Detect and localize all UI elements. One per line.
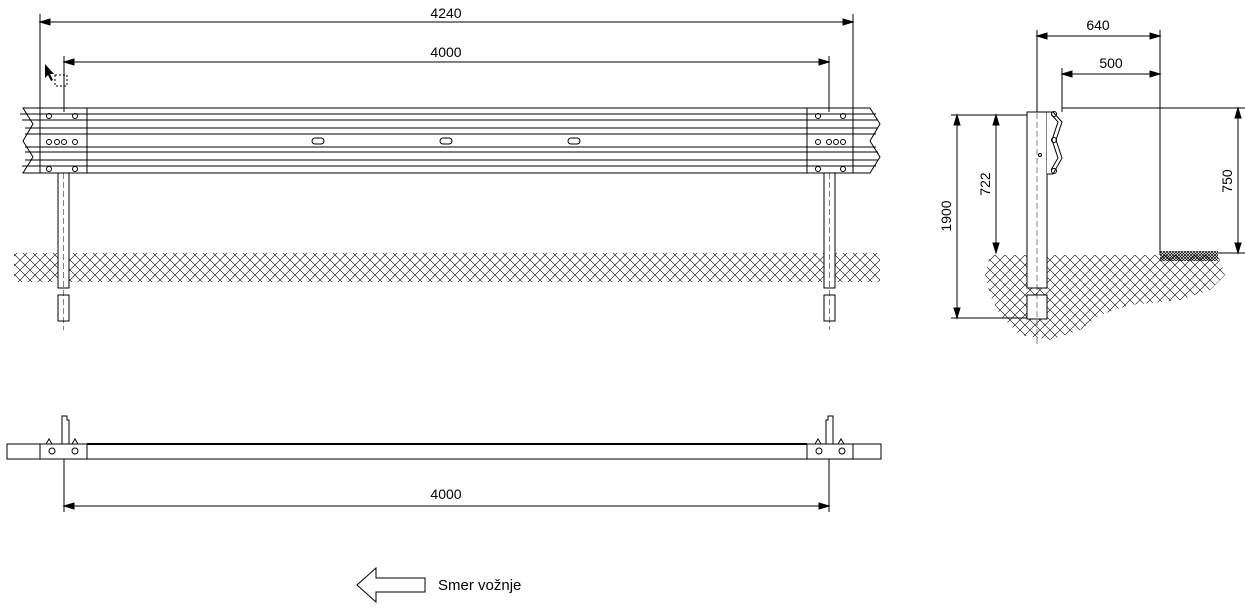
dim-side-post-height-label: 722	[977, 172, 993, 196]
front-post-right	[823, 172, 836, 330]
direction-arrow-icon	[356, 566, 426, 604]
front-elevation	[14, 14, 881, 330]
direction-label: Smer vožnje	[438, 577, 521, 594]
dim-front-post-spacing-label: 4000	[430, 44, 461, 60]
side-section	[951, 30, 1245, 345]
dim-plan-post-spacing-label: 4000	[430, 486, 461, 502]
dim-side-rail-width-label: 500	[1099, 55, 1123, 71]
dim-front-overall	[38, 14, 855, 112]
cursor-icon	[45, 64, 68, 87]
front-post-left	[57, 172, 70, 330]
dim-side-post-length-label: 1900	[938, 200, 954, 231]
dim-front-overall-label: 4240	[430, 5, 461, 21]
dim-side-rail-height-label: 750	[1219, 169, 1235, 193]
dim-front-post-spacing	[62, 56, 831, 112]
ground-hatch	[14, 253, 880, 282]
dim-side-overall-width-label: 640	[1086, 17, 1110, 33]
plan-view	[6, 415, 882, 512]
w-beam-rail	[20, 107, 881, 174]
